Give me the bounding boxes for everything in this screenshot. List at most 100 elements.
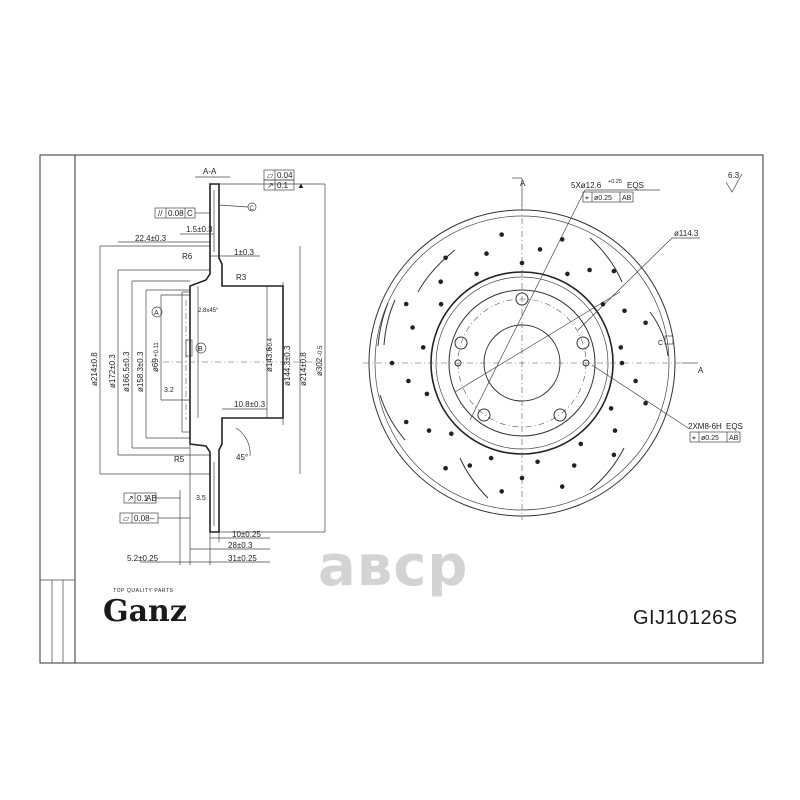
dia-69: ø69: [151, 358, 160, 372]
dia-143-tol: +0.4: [268, 337, 274, 350]
dim-5-2: 5.2±0.25: [127, 554, 159, 563]
drill-holes: [389, 232, 648, 494]
dim-45deg: 45°: [236, 453, 248, 462]
dim-r5: R5: [174, 455, 185, 464]
svg-text:A: A: [154, 310, 159, 317]
svg-text:▱: ▱: [123, 514, 130, 523]
svg-text:0.04: 0.04: [277, 171, 293, 180]
drill-hole: [438, 301, 444, 307]
drill-hole: [559, 237, 565, 242]
drill-hole: [474, 271, 479, 277]
dim-10-8: 10.8±0.3: [234, 400, 266, 409]
dim-28: 28±0.3: [228, 541, 253, 550]
dia-172: ø172±0.3: [108, 354, 117, 388]
drill-hole: [443, 255, 448, 261]
svg-text:AB: AB: [729, 435, 739, 442]
drill-hole: [611, 452, 617, 458]
drill-hole: [643, 320, 648, 326]
drill-hole: [403, 301, 409, 307]
drawing-frame: [39, 154, 764, 664]
svg-text:2XM8-6H: 2XM8-6H: [688, 422, 722, 431]
dia-302: ø302: [315, 357, 324, 376]
tolerance-bottom-flatness: ▱ 0.08 –: [119, 512, 190, 524]
svg-text:ø0.25: ø0.25: [701, 435, 719, 442]
datum-b-marker: B: [195, 342, 207, 354]
drill-hole: [618, 345, 624, 350]
dim-22-4: 22.4±0.3: [135, 234, 167, 243]
svg-text:B: B: [198, 346, 203, 353]
part-number: GIJ10126S: [633, 607, 738, 629]
section-mark-right: A: [698, 366, 704, 375]
drill-hole: [438, 279, 444, 285]
callout-pcd: ø114.3: [672, 229, 700, 239]
section-label: A-A: [203, 167, 217, 176]
svg-text:0.08: 0.08: [168, 209, 184, 218]
drill-hole: [519, 260, 525, 266]
dim-3-2: 3.2: [164, 387, 174, 394]
svg-text:+0.25: +0.25: [608, 179, 622, 185]
svg-text:6.3: 6.3: [728, 171, 740, 180]
dim-10: 10±0.25: [232, 530, 261, 539]
svg-text:EQS: EQS: [726, 422, 743, 431]
drill-hole: [426, 428, 432, 433]
dia-214-left: ø214±0.8: [90, 352, 99, 386]
svg-text:C: C: [658, 340, 663, 347]
watermark-text: авср: [318, 534, 469, 599]
dim-31: 31±0.25: [228, 554, 257, 563]
svg-text:C: C: [187, 209, 193, 218]
drill-hole: [488, 455, 494, 461]
title-block: TOP QUALITY PARTS Ganz GIJ10126S: [103, 588, 738, 629]
section-view: A-A ▱ 0.04 ↗ 0.1 ▲ // 0.08 C C: [90, 167, 326, 565]
svg-text:0.1: 0.1: [277, 181, 289, 190]
datum-c-angle: C: [658, 335, 674, 347]
drill-hole: [559, 484, 565, 489]
drill-hole: [499, 232, 505, 237]
dim-r3: R3: [236, 273, 247, 282]
svg-text:0.08: 0.08: [134, 514, 150, 523]
brand-logo: Ganz: [103, 594, 187, 629]
drill-hole: [389, 360, 395, 366]
drill-hole: [443, 465, 448, 471]
svg-text:▲: ▲: [297, 181, 305, 190]
svg-text:–: –: [150, 514, 155, 523]
tolerance-bottom-runout: ↗ 0.1 AB: [123, 492, 180, 504]
svg-text://: //: [158, 209, 163, 218]
svg-text:AB: AB: [622, 195, 632, 202]
svg-text:ø114.3: ø114.3: [674, 229, 699, 238]
disc-slots: [377, 237, 669, 499]
svg-text:ø0.25: ø0.25: [594, 195, 612, 202]
drill-hole: [537, 247, 543, 252]
drill-hole: [600, 301, 606, 307]
drill-hole: [403, 419, 409, 425]
lug-holes: [454, 292, 590, 422]
svg-text:↗: ↗: [267, 181, 274, 190]
drill-hole: [571, 463, 577, 468]
dia-158: ø158.3±0.3: [136, 351, 145, 392]
svg-text:↗: ↗: [127, 494, 134, 503]
dim-1: 1±0.3: [234, 248, 255, 257]
front-view: A A: [363, 171, 743, 520]
section-mark-top: A: [520, 179, 526, 188]
drill-hole: [611, 268, 617, 274]
roughness-symbol: 6.3: [725, 171, 743, 193]
dia-214-right: ø214±0.8: [299, 352, 308, 386]
dim-r6: R6: [182, 252, 193, 261]
drill-hole: [565, 271, 570, 277]
drill-hole: [484, 251, 489, 256]
drill-hole: [643, 400, 648, 406]
dia-144: ø144.3±0.3: [283, 345, 292, 386]
svg-text:5Xø12.6: 5Xø12.6: [571, 181, 602, 190]
drill-hole: [608, 406, 614, 411]
svg-text:▱: ▱: [267, 171, 274, 180]
drill-hole: [633, 378, 638, 384]
dim-1-5: 1.5±0.3: [186, 225, 213, 234]
callout-lug-holes: 5Xø12.6 +0.25 EQS ⌖ ø0.25 AB: [571, 179, 644, 203]
dim-3-5: 3.5: [196, 495, 206, 502]
dia-69-tol: +0.11: [154, 342, 160, 357]
drill-hole: [420, 345, 426, 350]
dia-166: ø166.5±0.3: [122, 351, 131, 392]
drill-hole: [619, 360, 625, 366]
drill-hole: [519, 475, 525, 481]
brand-tagline: TOP QUALITY PARTS: [113, 588, 174, 594]
drill-hole: [406, 378, 411, 384]
